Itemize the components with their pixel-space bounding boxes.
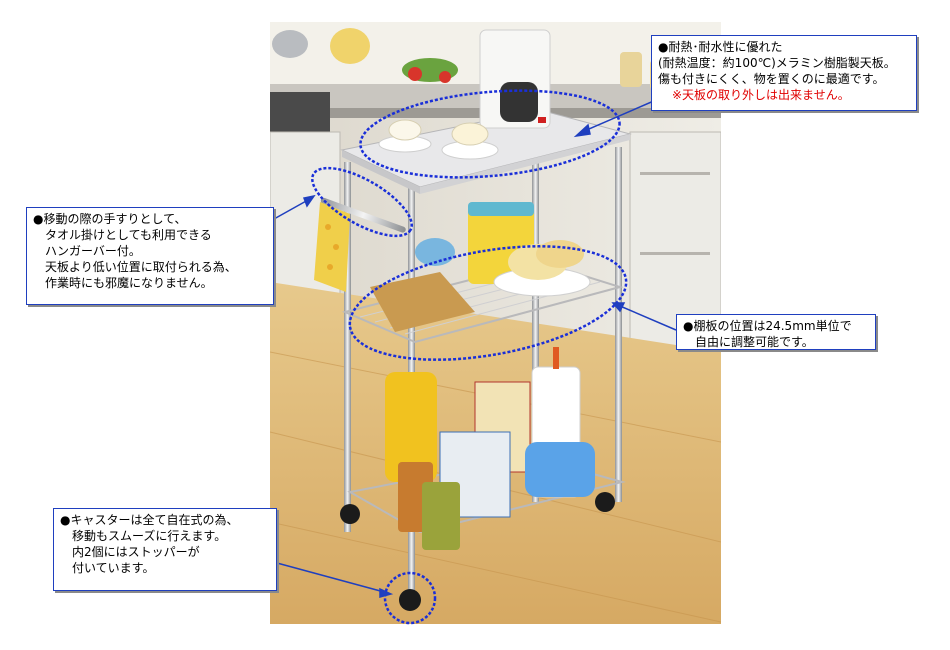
callout-casters-line-1: ●キャスターは全て自在式の為、 — [60, 513, 239, 527]
callout-casters-line-4: 付いています。 — [72, 561, 155, 575]
callout-casters-line-3: 内2個にはストッパーが — [72, 545, 200, 559]
top-board-highlight — [359, 89, 621, 179]
callout-casters: ●キャスターは全て自在式の為、 移動もスムーズに行えます。 内2個にはストッパー… — [53, 508, 277, 591]
caster-highlight — [383, 571, 437, 625]
callout-hanger-bar-line-3: ハンガーバー付。 — [45, 244, 141, 258]
callout-top-board-line-3: 傷も付きにくく、物を置くのに最適です。 — [658, 72, 885, 86]
callout-hanger-bar-line-4: 天板より低い位置に取付られる為、 — [45, 260, 237, 274]
callout-hanger-bar-line-2: タオル掛けとしても利用できる — [45, 228, 212, 242]
hanger-bar-highlight — [311, 166, 413, 238]
shelf-highlight — [348, 245, 628, 361]
callout-shelf-line-1: ●棚板の位置は24.5mm単位で — [683, 319, 852, 333]
callout-shelf-line-2: 自由に調整可能です。 — [695, 335, 814, 349]
callout-shelf-position: ●棚板の位置は24.5mm単位で 自由に調整可能です。 — [676, 314, 876, 350]
callout-top-board-note: ※天板の取り外しは出来ません。 — [672, 88, 850, 102]
leader-shelf — [619, 305, 677, 331]
callout-top-board: ●耐熱･耐水性に優れた (耐熱温度：約100℃)メラミン樹脂製天板。 傷も付きに… — [651, 35, 917, 111]
product-photo — [270, 22, 721, 624]
callout-top-board-line-1: ●耐熱･耐水性に優れた — [658, 40, 783, 54]
callout-casters-line-2: 移動もスムーズに行えます。 — [72, 529, 227, 543]
callout-hanger-bar: ●移動の際の手すりとして、 タオル掛けとしても利用できる ハンガーバー付。 天板… — [26, 207, 274, 305]
leader-top-board — [581, 99, 657, 133]
callout-hanger-bar-line-5: 作業時にも邪魔になりません。 — [45, 276, 213, 290]
callout-hanger-bar-line-1: ●移動の際の手すりとして、 — [33, 212, 187, 226]
leader-caster — [276, 562, 385, 593]
leader-hanger-bar — [273, 199, 309, 220]
callout-top-board-line-2: (耐熱温度：約100℃)メラミン樹脂製天板。 — [658, 56, 896, 70]
